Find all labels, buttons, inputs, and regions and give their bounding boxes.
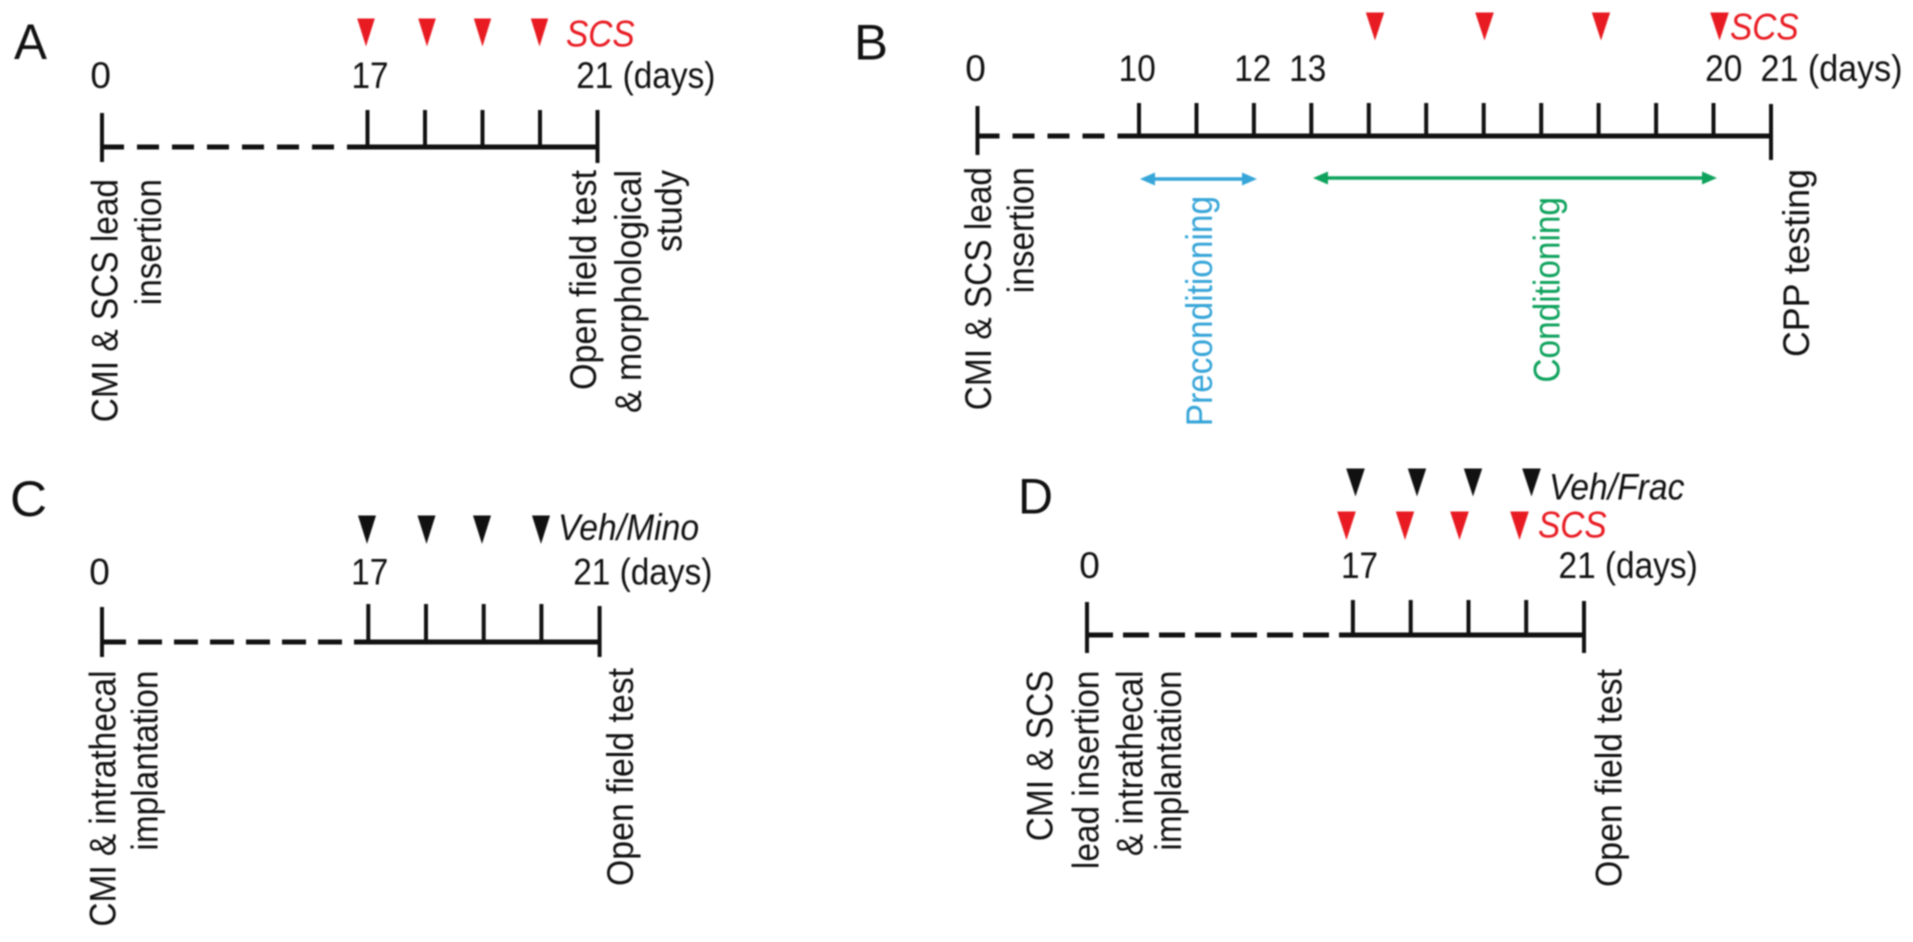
svg-text:CMI & intrathecal: CMI & intrathecal bbox=[83, 671, 124, 927]
svg-text:21 (days): 21 (days) bbox=[1559, 545, 1698, 586]
svg-text:A: A bbox=[14, 14, 48, 70]
svg-text:0: 0 bbox=[1079, 545, 1100, 586]
svg-text:study: study bbox=[649, 170, 690, 252]
svg-text:D: D bbox=[1018, 469, 1053, 525]
svg-text:Conditioning: Conditioning bbox=[1527, 197, 1568, 383]
svg-text:0: 0 bbox=[89, 552, 110, 593]
svg-text:17: 17 bbox=[1341, 545, 1378, 586]
svg-text:CPP testing: CPP testing bbox=[1776, 169, 1817, 357]
svg-text:Preconditioning: Preconditioning bbox=[1179, 196, 1220, 426]
svg-text:0: 0 bbox=[965, 48, 986, 89]
svg-text:implantation: implantation bbox=[124, 671, 165, 851]
svg-text:B: B bbox=[854, 15, 888, 71]
svg-text:Open field test: Open field test bbox=[563, 169, 604, 390]
svg-text:13: 13 bbox=[1289, 48, 1326, 89]
svg-text:CMI & SCS: CMI & SCS bbox=[1020, 671, 1061, 842]
svg-text:lead insertion: lead insertion bbox=[1065, 671, 1106, 870]
svg-text:CMI & SCS lead: CMI & SCS lead bbox=[85, 179, 126, 422]
svg-text:17: 17 bbox=[351, 552, 388, 593]
svg-text:& intrathecal: & intrathecal bbox=[1110, 671, 1151, 857]
svg-text:10: 10 bbox=[1119, 48, 1156, 89]
svg-text:implantation: implantation bbox=[1148, 671, 1189, 851]
svg-text:Open field test: Open field test bbox=[1589, 668, 1630, 887]
svg-text:0: 0 bbox=[90, 55, 111, 96]
svg-text:21 (days): 21 (days) bbox=[576, 55, 715, 96]
svg-text:SCS: SCS bbox=[566, 14, 635, 55]
svg-text:CMI & SCS lead: CMI & SCS lead bbox=[958, 167, 999, 410]
svg-text:20: 20 bbox=[1705, 48, 1742, 89]
svg-text:insertion: insertion bbox=[1000, 167, 1041, 293]
svg-text:C: C bbox=[10, 471, 47, 527]
svg-text:SCS: SCS bbox=[1730, 7, 1799, 48]
svg-text:12: 12 bbox=[1234, 48, 1271, 89]
svg-text:17: 17 bbox=[351, 55, 388, 96]
svg-text:Veh/Frac: Veh/Frac bbox=[1549, 467, 1685, 508]
svg-text:Veh/Mino: Veh/Mino bbox=[558, 507, 699, 548]
svg-text:21 (days): 21 (days) bbox=[1761, 48, 1903, 89]
svg-text:insertion: insertion bbox=[128, 179, 169, 305]
svg-text:SCS: SCS bbox=[1538, 505, 1607, 546]
svg-text:Open field test: Open field test bbox=[600, 667, 641, 886]
svg-text:21 (days): 21 (days) bbox=[573, 552, 712, 593]
svg-text:& morphological: & morphological bbox=[608, 170, 649, 413]
